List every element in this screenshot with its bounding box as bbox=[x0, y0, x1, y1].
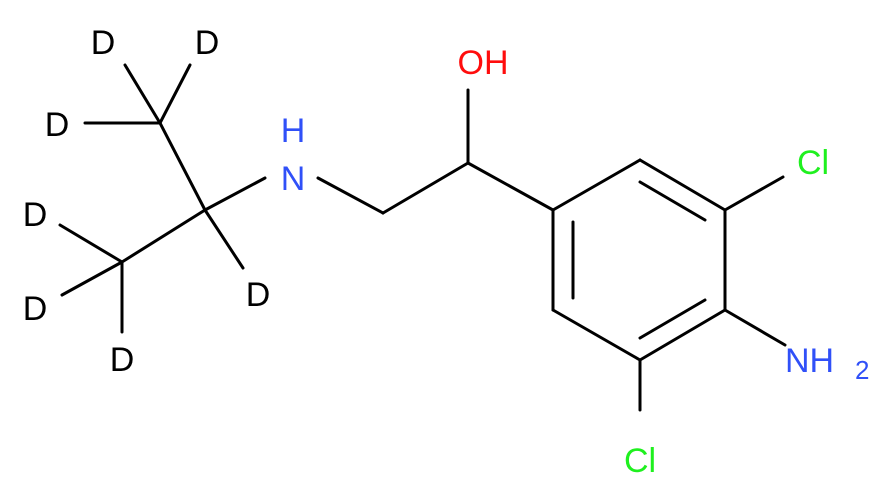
bond-cd3-bottom-d1 bbox=[58, 223, 124, 264]
ring-bond-4 bbox=[638, 308, 727, 362]
bond-ch-cd3-top bbox=[158, 121, 207, 212]
amine-h-label: H bbox=[281, 112, 306, 150]
bond-cd3-top-d2 bbox=[158, 63, 192, 125]
bond-ring-cl-top bbox=[723, 175, 785, 212]
deuterium-label-2: D bbox=[195, 24, 220, 62]
bond-ch2-choh bbox=[381, 161, 470, 215]
bond-choh-ring bbox=[466, 161, 555, 212]
amino-subscript-2: 2 bbox=[855, 355, 869, 385]
deuterium-label-5: D bbox=[23, 290, 48, 328]
deuterium-label-3: D bbox=[45, 106, 70, 144]
bond-cd3-bottom-d2 bbox=[60, 260, 124, 297]
deuterium-label-7: D bbox=[110, 341, 135, 379]
bond-cd3-top-d1 bbox=[123, 63, 162, 125]
bond-ring-nh2 bbox=[723, 308, 787, 347]
deuterium-label-4: D bbox=[23, 196, 48, 234]
amine-n-label: N bbox=[281, 160, 306, 198]
deuterium-label-1: D bbox=[91, 24, 116, 62]
bond-ch-d bbox=[203, 208, 245, 270]
ring-bond-2 bbox=[638, 158, 727, 212]
amino-nh-label: NH bbox=[785, 342, 834, 380]
bond-lines bbox=[58, 63, 787, 412]
atom-labels: D D D D D D D OH H N Cl Cl NH 2 bbox=[23, 24, 870, 480]
ring-inner-bond-2 bbox=[638, 180, 707, 222]
bond-n-ch2 bbox=[316, 176, 385, 215]
bond-ch-n bbox=[203, 176, 267, 212]
ring-bond-1 bbox=[551, 158, 642, 212]
chlorine-label-top: Cl bbox=[797, 144, 829, 182]
bond-ch-cd3-bottom bbox=[120, 208, 207, 264]
ring-bond-5 bbox=[551, 308, 642, 362]
ring-inner-bond-3 bbox=[638, 298, 707, 340]
chlorine-label-bottom: Cl bbox=[624, 442, 656, 480]
deuterium-label-6: D bbox=[246, 276, 271, 314]
hydroxyl-label: OH bbox=[458, 44, 509, 82]
